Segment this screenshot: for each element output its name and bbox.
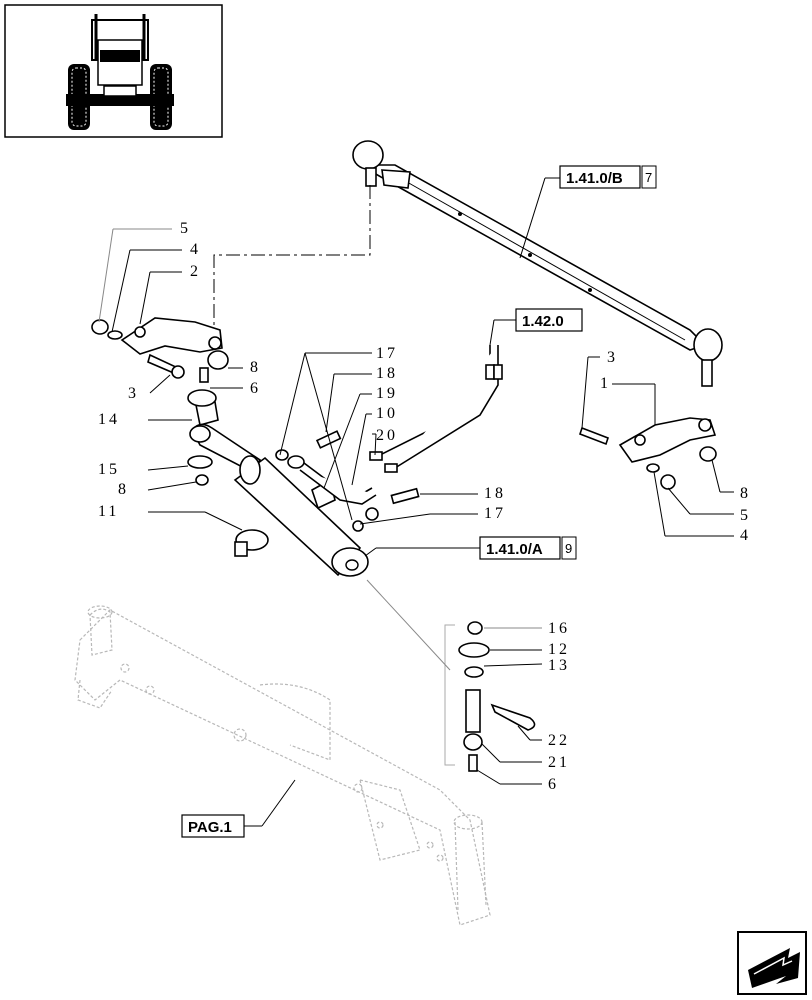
callout-3-right[interactable]: 3 xyxy=(607,349,618,366)
callout-12[interactable]: 12 xyxy=(548,641,570,658)
ref-box-1-41-0-a[interactable]: 1.41.0/A 9 xyxy=(364,536,577,560)
steering-cylinder xyxy=(187,389,369,577)
callout-2[interactable]: 2 xyxy=(190,263,201,280)
svg-text:1.41.0/B: 1.41.0/B xyxy=(566,170,623,187)
callout-11[interactable]: 11 xyxy=(98,503,119,520)
next-page-button[interactable] xyxy=(737,931,807,995)
callout-1[interactable]: 1 xyxy=(600,375,611,392)
svg-text:9: 9 xyxy=(565,541,572,556)
callout-4-right[interactable]: 4 xyxy=(740,527,751,544)
pivot-pin-group xyxy=(458,621,536,772)
hydraulic-pipes xyxy=(275,345,503,532)
svg-text:1.41.0/A: 1.41.0/A xyxy=(486,541,543,558)
ref-box-1-42-0[interactable]: 1.42.0 xyxy=(489,308,583,346)
left-steering-arm xyxy=(91,317,229,383)
pipe-clamp xyxy=(234,529,269,557)
ref-box-1-41-0-b[interactable]: 1.41.0/B 7 xyxy=(519,165,657,259)
next-page-arrow-icon xyxy=(748,948,800,988)
callout-17-top[interactable]: 17 xyxy=(376,345,398,362)
callout-15[interactable]: 15 xyxy=(98,461,120,478)
thumbnail-frame[interactable] xyxy=(4,4,223,138)
right-steering-arm xyxy=(578,417,717,490)
callout-8-left[interactable]: 8 xyxy=(250,359,261,376)
callout-22[interactable]: 22 xyxy=(548,732,570,749)
svg-text:7: 7 xyxy=(645,170,652,185)
callout-5-right[interactable]: 5 xyxy=(740,507,751,524)
front-axle-ghost xyxy=(74,605,491,926)
callout-17-right[interactable]: 17 xyxy=(484,505,506,522)
callout-18-top[interactable]: 18 xyxy=(376,365,398,382)
callout-18-right[interactable]: 18 xyxy=(484,485,506,502)
callout-21[interactable]: 21 xyxy=(548,754,570,771)
callout-14[interactable]: 14 xyxy=(98,411,120,428)
callout-6-bottom[interactable]: 6 xyxy=(548,776,559,793)
callout-10[interactable]: 10 xyxy=(376,405,398,422)
tractor-front-icon xyxy=(66,14,174,130)
callout-8-mid[interactable]: 8 xyxy=(118,481,129,498)
callout-3-left[interactable]: 3 xyxy=(128,385,139,402)
callout-13[interactable]: 13 xyxy=(548,657,570,674)
callout-16[interactable]: 16 xyxy=(548,620,570,637)
callout-8-right[interactable]: 8 xyxy=(740,485,751,502)
ref-box-pag-1[interactable]: PAG.1 xyxy=(181,779,296,838)
callout-20[interactable]: 20 xyxy=(376,427,398,444)
svg-text:1.42.0: 1.42.0 xyxy=(522,313,564,330)
tie-rod xyxy=(352,140,723,387)
callout-4[interactable]: 4 xyxy=(190,241,201,258)
callout-6-left[interactable]: 6 xyxy=(250,380,261,397)
svg-text:PAG.1: PAG.1 xyxy=(188,819,232,836)
callout-19[interactable]: 19 xyxy=(376,385,398,402)
callout-5[interactable]: 5 xyxy=(180,220,191,237)
